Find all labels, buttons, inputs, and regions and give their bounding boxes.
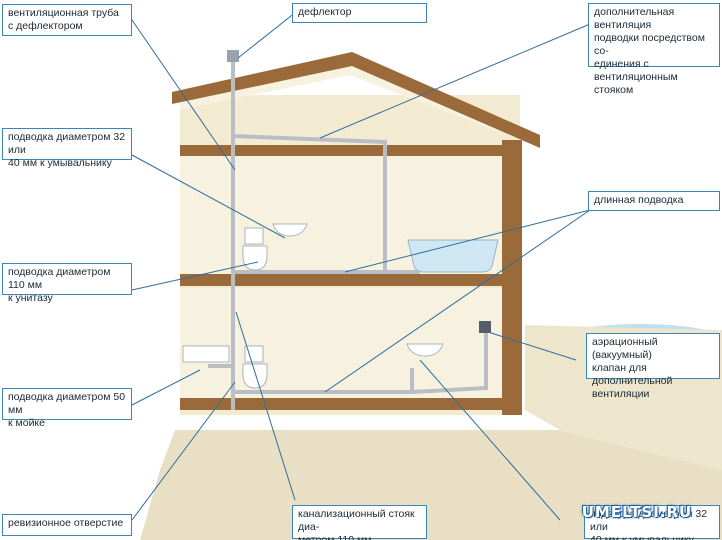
callout-supply-110: подводка диаметром 110 мм к унитазу	[2, 263, 132, 304]
callout-supply-50: подводка диаметром 50 мм к мойке	[2, 388, 132, 429]
attic-floor-beam	[180, 145, 502, 156]
ground	[140, 430, 722, 540]
callout-supply-32-40-upstairs: подводка диаметром 32 или 40 мм к умывал…	[2, 128, 132, 169]
callout-sewer-riser: канализационный стояк диа- метром 110 мм	[292, 505, 427, 540]
toilet-downstairs	[242, 345, 268, 389]
deflector	[227, 50, 239, 62]
callout-vent-pipe: вентиляционная труба с дефлектором	[2, 4, 132, 36]
callout-deflector: дефлектор	[292, 3, 427, 23]
leader-lines	[131, 11, 591, 521]
bathtub	[407, 239, 499, 273]
washbasin-upstairs	[272, 223, 308, 237]
right-wall	[502, 140, 522, 415]
washbasin-downstairs	[406, 343, 444, 357]
watermark-logo: UMELTSI.RU	[581, 503, 693, 521]
roof	[172, 52, 540, 148]
callout-supply-32-40-downstairs: подводка диаметром 32 или 40 мм к умывал…	[584, 505, 720, 540]
callout-revision-opening: ревизионное отверстие	[2, 514, 132, 536]
ground-floor-beam	[180, 398, 502, 410]
pipes	[208, 60, 488, 410]
callout-extra-ventilation: дополнительная вентиляция подводки посре…	[588, 3, 720, 96]
callout-long-supply: длинная подводка	[588, 191, 720, 211]
callout-aeration-valve: аэрационный (вакуумный) клапан для допол…	[586, 333, 720, 400]
second-floor-beam	[180, 274, 502, 286]
first-floor-room	[180, 288, 502, 400]
aeration-valve	[479, 321, 491, 333]
kitchen-sink	[182, 345, 230, 363]
toilet-upstairs	[242, 227, 268, 271]
